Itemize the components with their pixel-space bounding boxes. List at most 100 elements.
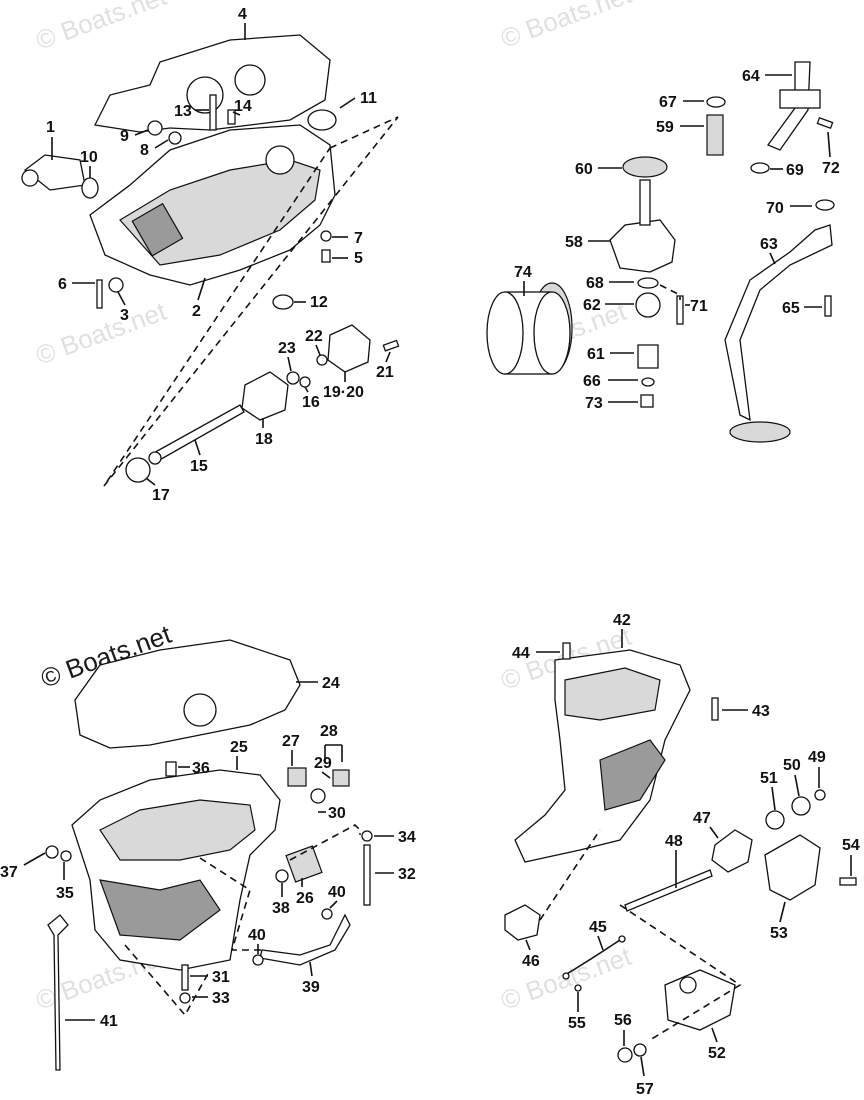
plug-37: [45, 845, 59, 859]
callout: 12: [310, 294, 328, 311]
dipstick-41: [47, 914, 69, 1071]
callout: 59: [656, 119, 674, 136]
washer-35: [60, 850, 72, 862]
callout: 58: [565, 234, 583, 251]
callout: 9: [120, 128, 129, 145]
callout: 4: [238, 6, 247, 23]
o-ring-70: [815, 199, 835, 211]
hose-fitting-1: [23, 154, 86, 191]
callout: 30: [328, 805, 346, 822]
callout: 44: [512, 645, 530, 662]
callout: 36: [192, 760, 210, 777]
washer-38: [275, 869, 289, 883]
callout: 26: [296, 890, 314, 907]
callout: 6: [58, 276, 67, 293]
callout: 15: [190, 458, 208, 475]
callout: 41: [100, 1013, 118, 1030]
washer-16: [299, 376, 311, 388]
callout: 67: [659, 94, 677, 111]
callouts-q1: 1 2 3 4 5 6 7 8 9 10 11 12 13 14 15 16 1…: [46, 6, 394, 504]
shaft-15: [148, 404, 245, 463]
quadrant-1-cylinder-block: [21, 34, 400, 487]
callout: 8: [140, 142, 149, 159]
plug-9: [147, 120, 163, 136]
callout: 57: [636, 1081, 654, 1098]
nut-56: [617, 1047, 633, 1063]
callout: 38: [272, 900, 290, 917]
pickup-tube-63: [724, 224, 833, 422]
bolt-31: [181, 964, 189, 991]
callout: 51: [760, 770, 778, 787]
pin-44: [562, 642, 571, 660]
callout: 53: [770, 925, 788, 942]
bolt-40a: [321, 908, 333, 920]
callout: 13: [174, 103, 192, 120]
callout: 65: [782, 300, 800, 317]
callout: 31: [212, 969, 230, 986]
block-46: [504, 904, 541, 941]
callout: 48: [665, 833, 683, 850]
washer-51: [765, 810, 785, 830]
callout: 1: [46, 119, 55, 136]
watermark-text: © Boats.net: [32, 0, 171, 56]
callout: 22: [305, 328, 323, 345]
washer-8: [168, 131, 182, 145]
o-ring-10: [81, 177, 99, 199]
washer-22: [316, 354, 328, 366]
quadrant-3-oil-pan: [45, 639, 373, 1071]
callout: 32: [398, 866, 416, 883]
bracket-52: [664, 969, 736, 1031]
callout: 66: [583, 373, 601, 390]
callout: 63: [760, 236, 778, 253]
callout: 71: [690, 298, 708, 315]
callout: 7: [354, 230, 363, 247]
callout: 35: [56, 885, 74, 902]
callout: 72: [822, 160, 840, 177]
pin-14: [227, 109, 236, 125]
o-ring-69: [750, 162, 770, 174]
washer-66: [641, 377, 655, 387]
washer-12: [272, 294, 294, 310]
plug-27: [287, 767, 307, 787]
valve-59: [706, 114, 724, 156]
callout: 62: [583, 297, 601, 314]
quadrant-4-driveshaft-housing: [504, 642, 857, 1063]
fitting-29: [332, 769, 350, 787]
callout: 73: [585, 395, 603, 412]
callout: 17: [152, 487, 170, 504]
o-ring-11: [307, 109, 337, 131]
callout: 21: [376, 364, 394, 381]
callout: 25: [230, 739, 248, 756]
callout: 74: [514, 264, 532, 281]
callout: 23: [278, 340, 296, 357]
washer-30: [310, 788, 326, 804]
nut-49: [814, 789, 826, 801]
callouts-q2: 58 59 60 61 62 63 64 65 66 67 68 69 70 7…: [514, 68, 840, 412]
callout: 52: [708, 1045, 726, 1062]
block-18: [241, 371, 289, 421]
washer-57: [633, 1043, 647, 1057]
bolt-72: [816, 116, 834, 130]
screw-55: [574, 984, 582, 992]
bracket-53: [764, 834, 821, 901]
callout: 56: [614, 1012, 632, 1029]
callout: 33: [212, 990, 230, 1007]
o-ring-67: [706, 96, 726, 108]
washer-7: [320, 230, 332, 242]
callout: 19·20: [323, 384, 364, 401]
plug-3: [108, 277, 124, 293]
callout: 54: [842, 837, 860, 854]
callout: 29: [314, 755, 332, 772]
callout: 69: [786, 162, 804, 179]
stud-32: [363, 844, 371, 906]
callout: 5: [354, 250, 363, 267]
shaft-48: [624, 869, 713, 912]
callout: 16: [302, 394, 320, 411]
washer-33: [179, 992, 191, 1004]
hose-39: [259, 913, 351, 966]
bolt-13: [209, 94, 217, 131]
callout: 37: [0, 864, 18, 881]
callout: 42: [613, 612, 631, 629]
washer-23: [286, 371, 300, 385]
callouts-q3: 24 25 26 27 28 29 30 31 32 33 34 35 36 3…: [0, 675, 416, 1030]
